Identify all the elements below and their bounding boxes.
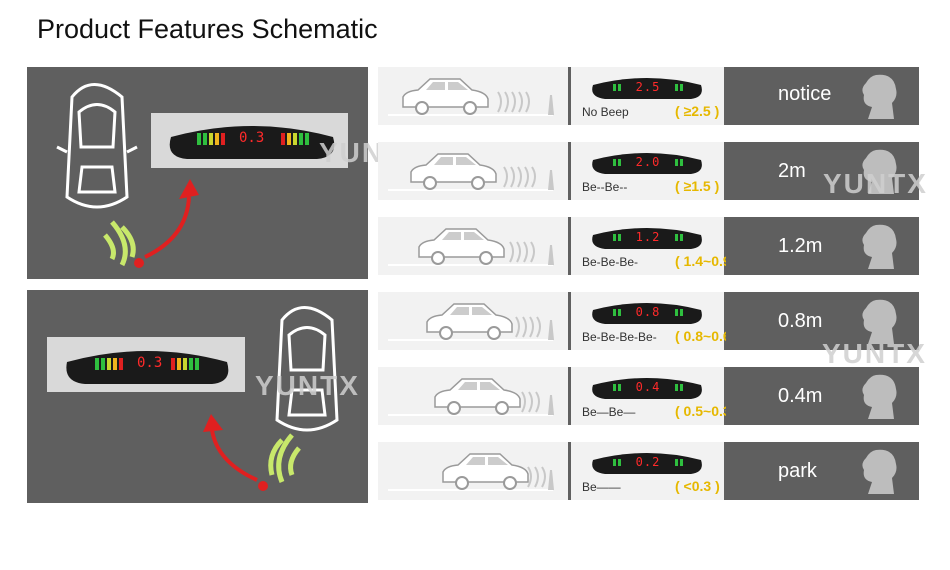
distance-label: 2m xyxy=(778,160,806,182)
car-side-icon xyxy=(388,453,554,491)
display-cell: 0.4 Be—Be— ( 0.5~0.3 ) xyxy=(571,367,739,425)
distance-label: 0.4m xyxy=(778,385,823,407)
distance-row: 2.0 Be--Be-- ( ≥1.5 ) 2m xyxy=(378,142,919,200)
distance-row: 0.4 Be—Be— ( 0.5~0.3 ) 0.4m xyxy=(378,367,919,425)
car-distance-cell xyxy=(378,217,568,275)
distance-range: ( 1.4~0.9 ) xyxy=(675,253,740,269)
label-cell: 0.4m xyxy=(726,367,919,425)
mini-display-reading: 0.4 xyxy=(635,380,661,394)
distance-row: 2.5 No Beep ( ≥2.5 ) notice xyxy=(378,67,919,125)
label-cell: 1.2m xyxy=(726,217,919,275)
beep-pattern: Be—Be— xyxy=(582,405,636,419)
rear-view-panel-top: 0.3 YUNTX xyxy=(27,67,422,279)
mini-display-reading: 2.0 xyxy=(635,155,661,169)
mini-display-icon xyxy=(592,78,702,99)
car-distance-cell xyxy=(378,67,568,125)
label-cell: notice xyxy=(726,67,919,125)
distance-row: 0.2 Be—— ( <0.3 ) park xyxy=(378,442,919,500)
distance-row: 1.2 Be-Be-Be- ( 1.4~0.9 ) 1.2m xyxy=(378,217,919,275)
mini-display-reading: 0.2 xyxy=(635,455,661,469)
beep-pattern: Be--Be-- xyxy=(582,180,628,194)
person-icon xyxy=(862,74,897,119)
distance-label: 1.2m xyxy=(778,235,823,257)
page-title: Product Features Schematic xyxy=(37,14,378,44)
mini-display-icon xyxy=(592,378,702,399)
rear-view-panel-bottom: 0.3 YUNTX xyxy=(27,290,368,503)
display-cell: 2.5 No Beep ( ≥2.5 ) xyxy=(571,67,724,125)
label-cell: park xyxy=(726,442,919,500)
distance-label: notice xyxy=(778,83,832,105)
distance-range: ( 0.5~0.3 ) xyxy=(675,403,740,419)
watermark-logo: YUNTX xyxy=(823,168,928,199)
mini-display-icon xyxy=(592,153,702,174)
car-side-icon xyxy=(388,228,554,266)
distance-range: ( 0.8~0.6 ) xyxy=(675,328,740,344)
car-side-icon xyxy=(388,378,554,416)
car-distance-cell xyxy=(378,292,568,350)
mini-display-reading: 2.5 xyxy=(635,80,661,94)
display-cell: 0.8 Be-Be-Be-Be- ( 0.8~0.6 ) xyxy=(571,292,739,350)
distance-label: park xyxy=(778,460,817,482)
car-top-illustration xyxy=(56,83,199,268)
car-distance-cell xyxy=(378,367,568,425)
person-icon xyxy=(862,224,897,269)
bottom-display-reading: 0.3 xyxy=(137,355,163,371)
person-icon xyxy=(862,449,897,494)
car-distance-cell xyxy=(378,442,568,500)
display-cell: 1.2 Be-Be-Be- ( 1.4~0.9 ) xyxy=(571,217,739,275)
label-cell: 2m xyxy=(726,142,919,200)
beep-pattern: No Beep xyxy=(582,105,629,119)
top-display-unit xyxy=(169,126,335,159)
bottom-display-unit xyxy=(66,306,339,491)
mini-display-icon xyxy=(592,453,702,474)
watermark-logo: YUNTX xyxy=(822,338,927,369)
mini-display-reading: 0.8 xyxy=(635,305,661,319)
car-side-icon xyxy=(388,153,554,191)
distance-range: ( <0.3 ) xyxy=(675,478,720,494)
mini-display-reading: 1.2 xyxy=(635,230,661,244)
distance-label: 0.8m xyxy=(778,310,823,332)
car-side-icon xyxy=(388,78,554,116)
person-icon xyxy=(862,299,897,344)
mini-display-icon xyxy=(592,228,702,249)
beep-pattern: Be-Be-Be-Be- xyxy=(582,330,657,344)
label-cell: 0.8m xyxy=(726,292,919,350)
watermark-logo: YUNTX xyxy=(255,370,360,401)
distance-range: ( ≥2.5 ) xyxy=(675,103,720,119)
display-cell: 0.2 Be—— ( <0.3 ) xyxy=(571,442,724,500)
car-side-icon xyxy=(388,303,554,341)
car-distance-cell xyxy=(378,142,568,200)
display-cell: 2.0 Be--Be-- ( ≥1.5 ) xyxy=(571,142,724,200)
distance-range: ( ≥1.5 ) xyxy=(675,178,720,194)
beep-pattern: Be-Be-Be- xyxy=(582,255,639,269)
distance-row: 0.8 Be-Be-Be-Be- ( 0.8~0.6 ) 0.8m xyxy=(378,292,919,350)
mini-display-icon xyxy=(592,303,702,324)
beep-pattern: Be—— xyxy=(582,480,621,494)
person-icon xyxy=(862,374,897,419)
top-display-reading: 0.3 xyxy=(239,130,265,146)
person-icon xyxy=(862,149,897,194)
